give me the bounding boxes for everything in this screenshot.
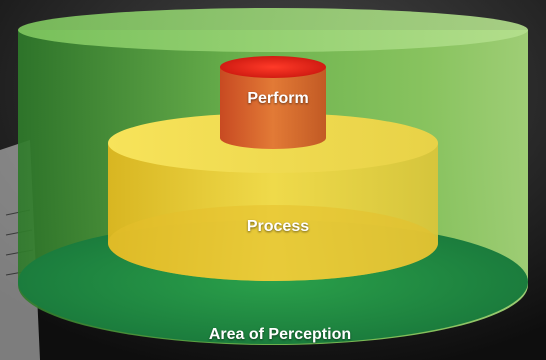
inner-cylinder-top	[220, 56, 326, 78]
area-of-perception-label: Area of Perception	[208, 326, 352, 343]
outer-cylinder-top	[18, 8, 528, 52]
inner-cylinder-perform	[220, 56, 326, 149]
perform-label: Perform	[247, 90, 309, 107]
process-label: Process	[246, 218, 310, 235]
middle-cylinder-process	[108, 113, 438, 281]
